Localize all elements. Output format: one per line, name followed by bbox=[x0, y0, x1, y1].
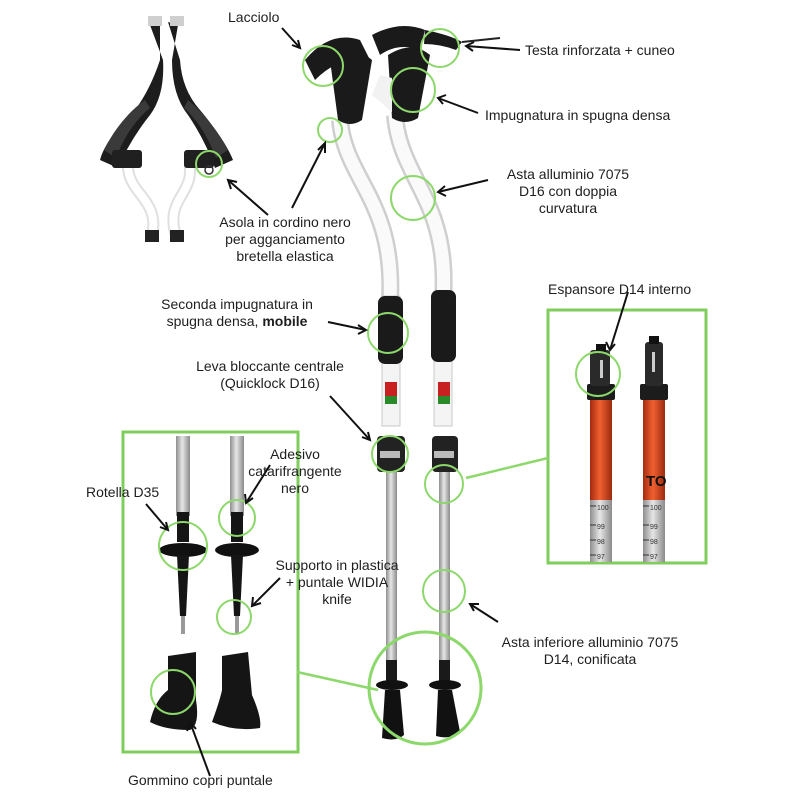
label-supporto-line2: + puntale WIDIA bbox=[285, 574, 389, 590]
label-adesivo-line3: nero bbox=[280, 480, 310, 496]
label-supporto-plastica: Supporto in plastica + puntale WIDIA kni… bbox=[262, 557, 412, 608]
brand-text: TO bbox=[646, 473, 667, 490]
highlight-asola-left bbox=[195, 150, 223, 178]
label-impugnatura: Impugnatura in spugna densa bbox=[485, 107, 671, 123]
label-espansore: Espansore D14 interno bbox=[548, 281, 692, 297]
highlight-impugnatura bbox=[390, 67, 436, 113]
pointer-arrows bbox=[145, 27, 629, 777]
highlight-gommino bbox=[150, 669, 196, 715]
label-seconda-line2: spugna densa, mobile bbox=[142, 313, 332, 330]
label-asta-inf-line1: Asta inferiore alluminio 7075 bbox=[501, 634, 679, 650]
label-gommino: Gommino copri puntale bbox=[128, 772, 273, 788]
connector-lines bbox=[296, 456, 549, 692]
highlight-asola bbox=[317, 117, 343, 143]
label-asta-inf-line2: D14, conificata bbox=[543, 651, 637, 667]
label-supporto-line3: knife bbox=[322, 591, 352, 607]
highlight-asta bbox=[390, 175, 436, 221]
label-supporto-line1: Supporto in plastica bbox=[275, 557, 399, 573]
highlight-expander-link bbox=[424, 464, 464, 504]
highlight-leva bbox=[371, 435, 409, 473]
label-asola-line2: per agganciamento bbox=[225, 231, 345, 247]
highlight-asta-inferiore bbox=[422, 569, 466, 613]
label-asta-line2: D16 con doppia bbox=[518, 183, 618, 199]
highlight-seconda bbox=[367, 312, 409, 354]
highlight-circles bbox=[150, 28, 621, 746]
label-asola-line3: bretella elastica bbox=[236, 248, 334, 264]
scale-mark-left-1: 100 bbox=[597, 505, 609, 512]
label-seconda-impugnatura: Seconda impugnatura in spugna densa, mob… bbox=[142, 296, 332, 330]
label-adesivo-line1: Adesivo bbox=[270, 446, 320, 462]
label-testa-rinforzata: Testa rinforzata + cuneo bbox=[525, 42, 675, 58]
label-asta-alluminio: Asta alluminio 7075 D16 con doppia curva… bbox=[488, 166, 648, 217]
highlight-espansore bbox=[575, 351, 621, 397]
scale-mark-left-4: 97 bbox=[597, 554, 605, 561]
scale-mark-right-2: 99 bbox=[650, 524, 658, 531]
label-asola-line1: Asola in cordino nero bbox=[219, 214, 351, 230]
scale-mark-right-1: 100 bbox=[650, 505, 662, 512]
label-lacciolo: Lacciolo bbox=[228, 9, 280, 25]
label-adesivo: Adesivo catarifrangente nero bbox=[240, 446, 350, 497]
label-leva-bloccante: Leva bloccante centrale (Quicklock D16) bbox=[175, 358, 365, 392]
label-leva-line1: Leva bloccante centrale bbox=[196, 358, 344, 374]
highlight-lacciolo bbox=[302, 45, 344, 87]
strap-handles-image bbox=[100, 16, 233, 242]
label-seconda-line2-text: spugna densa, bbox=[166, 313, 263, 329]
expander-detail-panel: 100 99 98 97 100 99 98 97 TO bbox=[546, 308, 708, 565]
scale-mark-left-2: 99 bbox=[597, 524, 605, 531]
scale-mark-right-4: 97 bbox=[650, 554, 658, 561]
label-seconda-line1: Seconda impugnatura in bbox=[161, 296, 313, 312]
label-asola: Asola in cordino nero per agganciamento … bbox=[205, 214, 365, 265]
label-adesivo-line2: catarifrangente bbox=[248, 463, 342, 479]
highlight-rotella bbox=[158, 521, 208, 571]
label-asta-inferiore: Asta inferiore alluminio 7075 D14, conif… bbox=[490, 634, 690, 668]
scale-mark-right-3: 98 bbox=[650, 539, 658, 546]
highlight-supporto bbox=[216, 599, 252, 635]
highlight-basket-main bbox=[367, 630, 483, 746]
label-leva-line2: (Quicklock D16) bbox=[220, 375, 320, 391]
label-asta-line3: curvatura bbox=[538, 200, 598, 216]
label-rotella: Rotella D35 bbox=[86, 484, 160, 500]
label-asta-line1: Asta alluminio 7075 bbox=[506, 166, 630, 182]
label-seconda-line2-bold: mobile bbox=[262, 313, 308, 329]
highlight-adesivo bbox=[218, 499, 256, 537]
highlight-testa bbox=[420, 28, 460, 68]
scale-mark-left-3: 98 bbox=[597, 539, 605, 546]
